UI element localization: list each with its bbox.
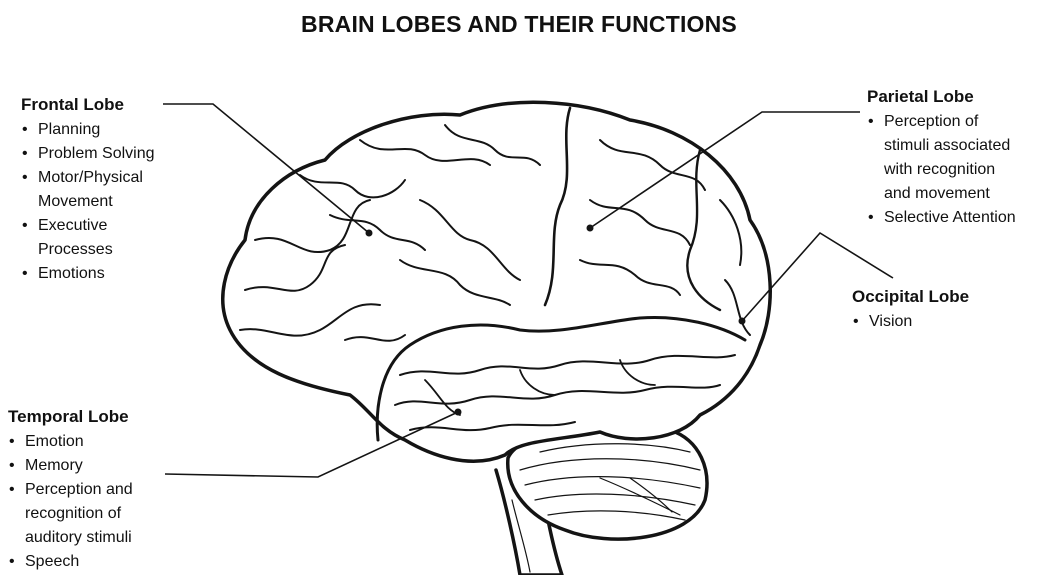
parietal-marker <box>587 225 594 232</box>
frontal-lobe-name: Frontal Lobe <box>21 94 155 116</box>
occipital-lobe-label: Occipital Lobe Vision <box>852 286 969 334</box>
temporal-marker <box>455 409 462 416</box>
temporal-lobe-name: Temporal Lobe <box>8 406 133 428</box>
parietal-lobe-name: Parietal Lobe <box>867 86 1016 108</box>
temporal-lobe-label: Temporal Lobe Emotion Memory Perception … <box>8 406 133 574</box>
occipital-lobe-name: Occipital Lobe <box>852 286 969 308</box>
list-item: Executive <box>21 214 155 238</box>
list-item-continued: recognition of <box>8 502 133 526</box>
list-item-continued: auditory stimuli <box>8 526 133 550</box>
list-item: Emotions <box>21 262 155 286</box>
list-item: Vision <box>852 310 969 334</box>
temporal-lobe-functions: Emotion Memory Perception and recognitio… <box>8 430 133 574</box>
frontal-lobe-label: Frontal Lobe Planning Problem Solving Mo… <box>21 94 155 286</box>
occipital-marker <box>739 318 746 325</box>
parietal-lobe-label: Parietal Lobe Perception of stimuli asso… <box>867 86 1016 230</box>
list-item-continued: Processes <box>21 238 155 262</box>
list-item: Memory <box>8 454 133 478</box>
list-item-continued: stimuli associated <box>867 134 1016 158</box>
list-item: Perception of <box>867 110 1016 134</box>
list-item: Selective Attention <box>867 206 1016 230</box>
list-item: Emotion <box>8 430 133 454</box>
cerebrum-outline <box>223 102 770 461</box>
frontal-marker <box>366 230 373 237</box>
list-item: Perception and <box>8 478 133 502</box>
list-item: Motor/Physical <box>21 166 155 190</box>
frontal-lobe-functions: Planning Problem Solving Motor/Physical … <box>21 118 155 286</box>
parietal-lobe-functions: Perception of stimuli associated with re… <box>867 110 1016 230</box>
list-item: Problem Solving <box>21 142 155 166</box>
list-item-continued: with recognition <box>867 158 1016 182</box>
list-item-continued: and movement <box>867 182 1016 206</box>
list-item: Planning <box>21 118 155 142</box>
list-item-continued: Movement <box>21 190 155 214</box>
occipital-lobe-functions: Vision <box>852 310 969 334</box>
list-item: Speech <box>8 550 133 574</box>
